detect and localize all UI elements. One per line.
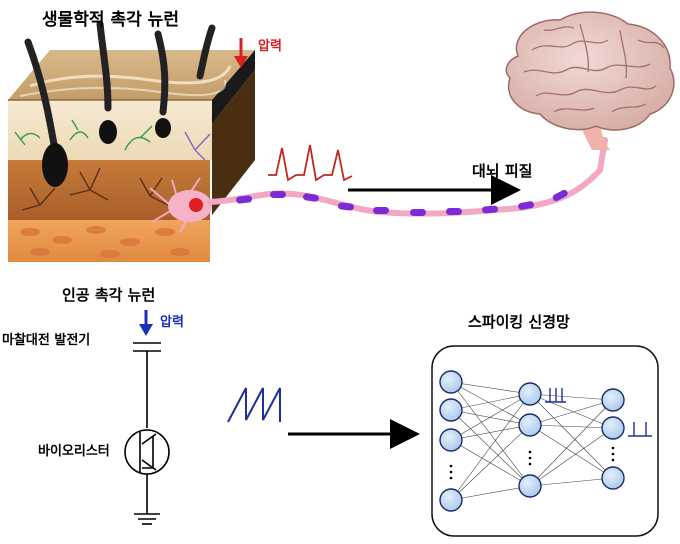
network-edge [450,409,531,426]
network-node [439,488,463,512]
hairs [24,20,216,154]
network-edge [450,381,531,426]
circuit [124,342,170,525]
bioristor-label: 바이오리스터 [38,443,110,459]
network-edge [450,393,531,411]
pressure-label-top: 압력 [258,39,282,54]
action-potential-spikes [268,144,353,182]
generator-label: 마찰대전 발전기 [2,332,90,348]
network-node [439,370,463,394]
output-spikes-1 [545,388,566,403]
spiking-network-title: 스파이킹 신경망 [468,313,570,331]
network-edge [450,393,531,501]
network-edge [529,399,614,487]
network-node [518,382,542,406]
network-edge [450,424,531,501]
sawtooth-signal [227,387,281,423]
network-box [431,345,659,537]
bipolar-marker [142,436,154,469]
skin-cells [20,226,190,258]
biological-neuron-title: 생물학적 촉각 뉴런 [42,10,179,30]
network-edge [529,393,614,401]
network-node [518,474,542,498]
network-node [601,388,625,412]
network-edge [529,427,614,487]
network-node [518,413,542,437]
network-node [439,398,463,422]
pressure-arrow-blue [139,310,153,336]
pressure-arrow-red [234,38,248,68]
nerve-fibers [14,119,211,211]
network-edge [529,424,614,479]
network-dots [449,446,615,480]
network-edge [529,477,614,487]
network-edges [450,381,614,501]
network-edge [529,393,614,479]
artificial-neuron-title: 인공 촉각 뉴런 [62,286,155,304]
network-edge [450,485,531,501]
network-node [601,416,625,440]
skin-block [8,20,255,262]
output-spikes-2 [628,422,652,437]
pressure-label-bottom: 압력 [160,315,184,330]
cerebral-cortex-label: 대뇌 피질 [472,162,532,180]
network-node [601,466,625,490]
network-edge [450,381,531,487]
network-edge [529,424,614,429]
network-edge [529,393,614,429]
network-edge [450,393,531,441]
network-edge [450,409,531,487]
network-edge [450,381,531,395]
network-node [439,428,463,452]
brain-icon [505,11,675,150]
network-edge [450,439,531,487]
network-edge [529,399,614,426]
axon [207,137,608,217]
sensory-neuron [149,177,212,233]
network-edge [450,424,531,441]
